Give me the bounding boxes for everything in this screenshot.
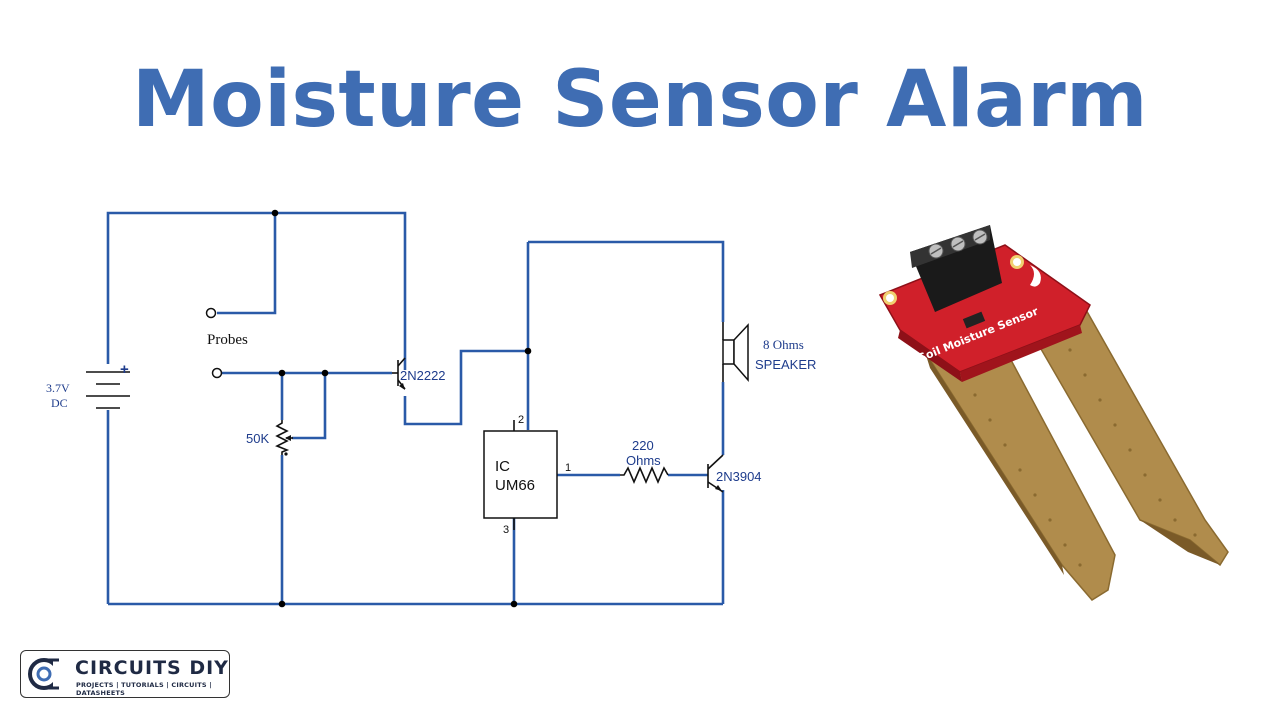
probe-terminals <box>205 307 223 379</box>
resistor-unit-label: Ohms <box>626 453 661 468</box>
speaker-symbol <box>722 322 749 382</box>
circuits-diy-logo-icon <box>28 658 61 690</box>
speaker-label: SPEAKER <box>755 357 816 372</box>
transistor-2n2222-symbol <box>392 357 406 390</box>
transistor1-label: 2N2222 <box>400 368 446 383</box>
battery-plus-label: + <box>120 361 129 378</box>
potentiometer-symbol <box>275 420 293 456</box>
logo-name: CIRCUITS DIY <box>75 657 229 679</box>
logo-tagline: PROJECTS | TUTORIALS | CIRCUITS | DATASH… <box>76 681 212 697</box>
transistor2-label: 2N3904 <box>716 469 762 484</box>
junction-dots <box>271 209 532 608</box>
ic-pin3-label: 3 <box>503 524 509 536</box>
resistor-symbol <box>620 465 669 485</box>
battery-symbol: + <box>86 361 130 409</box>
potentiometer-label: 50K <box>246 431 269 446</box>
ic-pin1-label: 1 <box>565 462 571 474</box>
resistor-value-label: 220 <box>632 438 654 453</box>
ic-pin2-label: 2 <box>518 414 524 426</box>
battery-voltage-label: 3.7V <box>46 381 70 395</box>
transistor-2n3904-symbol <box>707 454 724 493</box>
ic-label-line2: UM66 <box>495 477 535 494</box>
soil-moisture-sensor-image: Soil Moisture Sensor <box>878 225 1229 601</box>
probes-label: Probes <box>207 332 248 348</box>
battery-type-label: DC <box>51 396 68 410</box>
page-title: Moisture Sensor Alarm <box>132 55 1148 145</box>
ic-um66-block <box>483 420 558 530</box>
ic-label-line1: IC <box>495 458 510 475</box>
circuits-diy-logo[interactable]: CIRCUITS DIY PROJECTS | TUTORIALS | CIRC… <box>20 650 230 698</box>
circuit-wires <box>106 211 725 606</box>
speaker-value-label: 8 Ohms <box>763 337 804 352</box>
